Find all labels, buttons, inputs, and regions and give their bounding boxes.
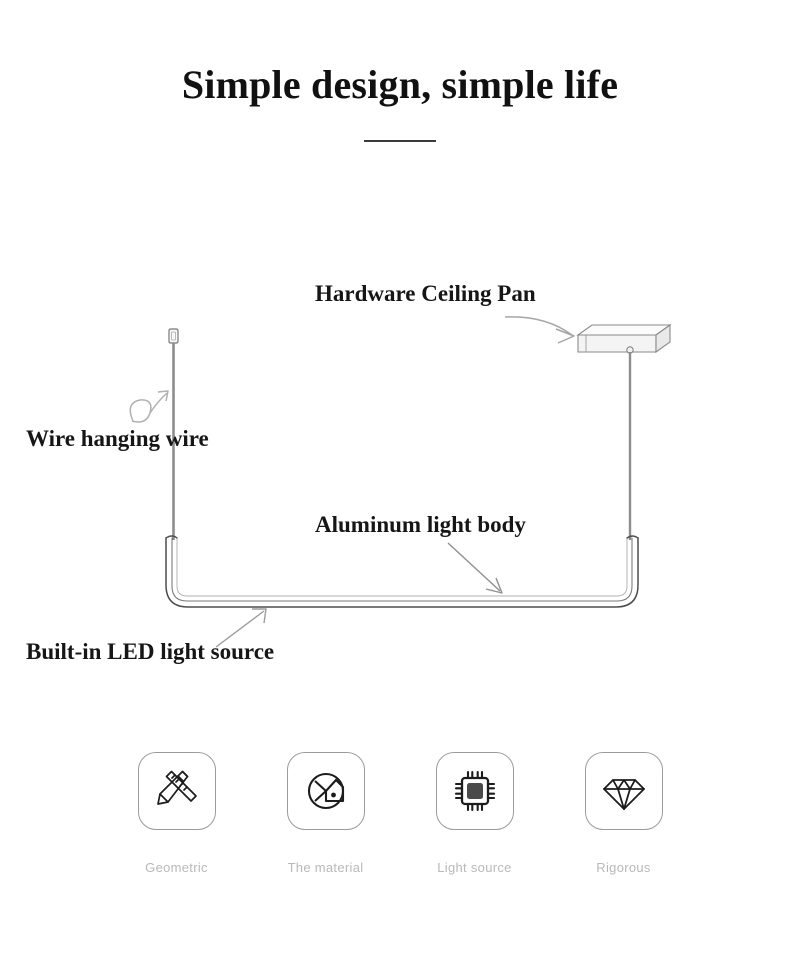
header: Simple design, simple life — [0, 62, 800, 142]
feature-item-light-source[interactable]: Light source — [435, 752, 515, 875]
feature-icon-box[interactable] — [584, 752, 663, 830]
feature-row: Geometric The material — [0, 752, 800, 875]
ceiling-canopy-icon — [576, 323, 672, 354]
page-title: Simple design, simple life — [181, 62, 619, 107]
arrow-wire-hanging-wire — [129, 390, 169, 423]
arrow-built-in-led — [215, 608, 267, 648]
feature-label-geometric: Geometric — [145, 860, 208, 875]
aluminum-light-body-shape — [165, 535, 639, 608]
material-swatch-icon — [307, 772, 344, 810]
callout-hardware-ceiling-pan: Hardware Ceiling Pan — [315, 281, 536, 306]
arrow-aluminum-light-body — [447, 542, 503, 594]
cpu-chip-icon — [454, 770, 495, 812]
diamond-icon — [602, 779, 645, 810]
callout-aluminum-light-body: Aluminum light body — [315, 512, 526, 537]
feature-icon-box[interactable] — [435, 752, 514, 830]
title-divider — [364, 140, 436, 142]
pencil-ruler-icon — [156, 770, 197, 805]
feature-label-light-source: Light source — [437, 860, 512, 875]
feature-item-rigorous[interactable]: Rigorous — [584, 752, 664, 875]
feature-item-the-material[interactable]: The material — [286, 752, 366, 875]
arrow-hardware-ceiling-pan — [504, 316, 575, 344]
callout-built-in-led-light-source: Built-in LED light source — [26, 639, 275, 664]
callout-wire-hanging-wire: Wire hanging wire — [26, 426, 209, 451]
feature-label-the-material: The material — [287, 860, 364, 875]
feature-label-rigorous: Rigorous — [596, 860, 651, 875]
feature-item-geometric[interactable]: Geometric — [137, 752, 217, 875]
lamp-illustration — [129, 316, 672, 648]
feature-icon-box[interactable] — [137, 752, 216, 830]
left-suspension-wire — [168, 328, 179, 540]
product-diagram: Hardware Ceiling Pan Wire hanging wire A… — [0, 255, 800, 695]
feature-icon-box[interactable] — [286, 752, 365, 830]
